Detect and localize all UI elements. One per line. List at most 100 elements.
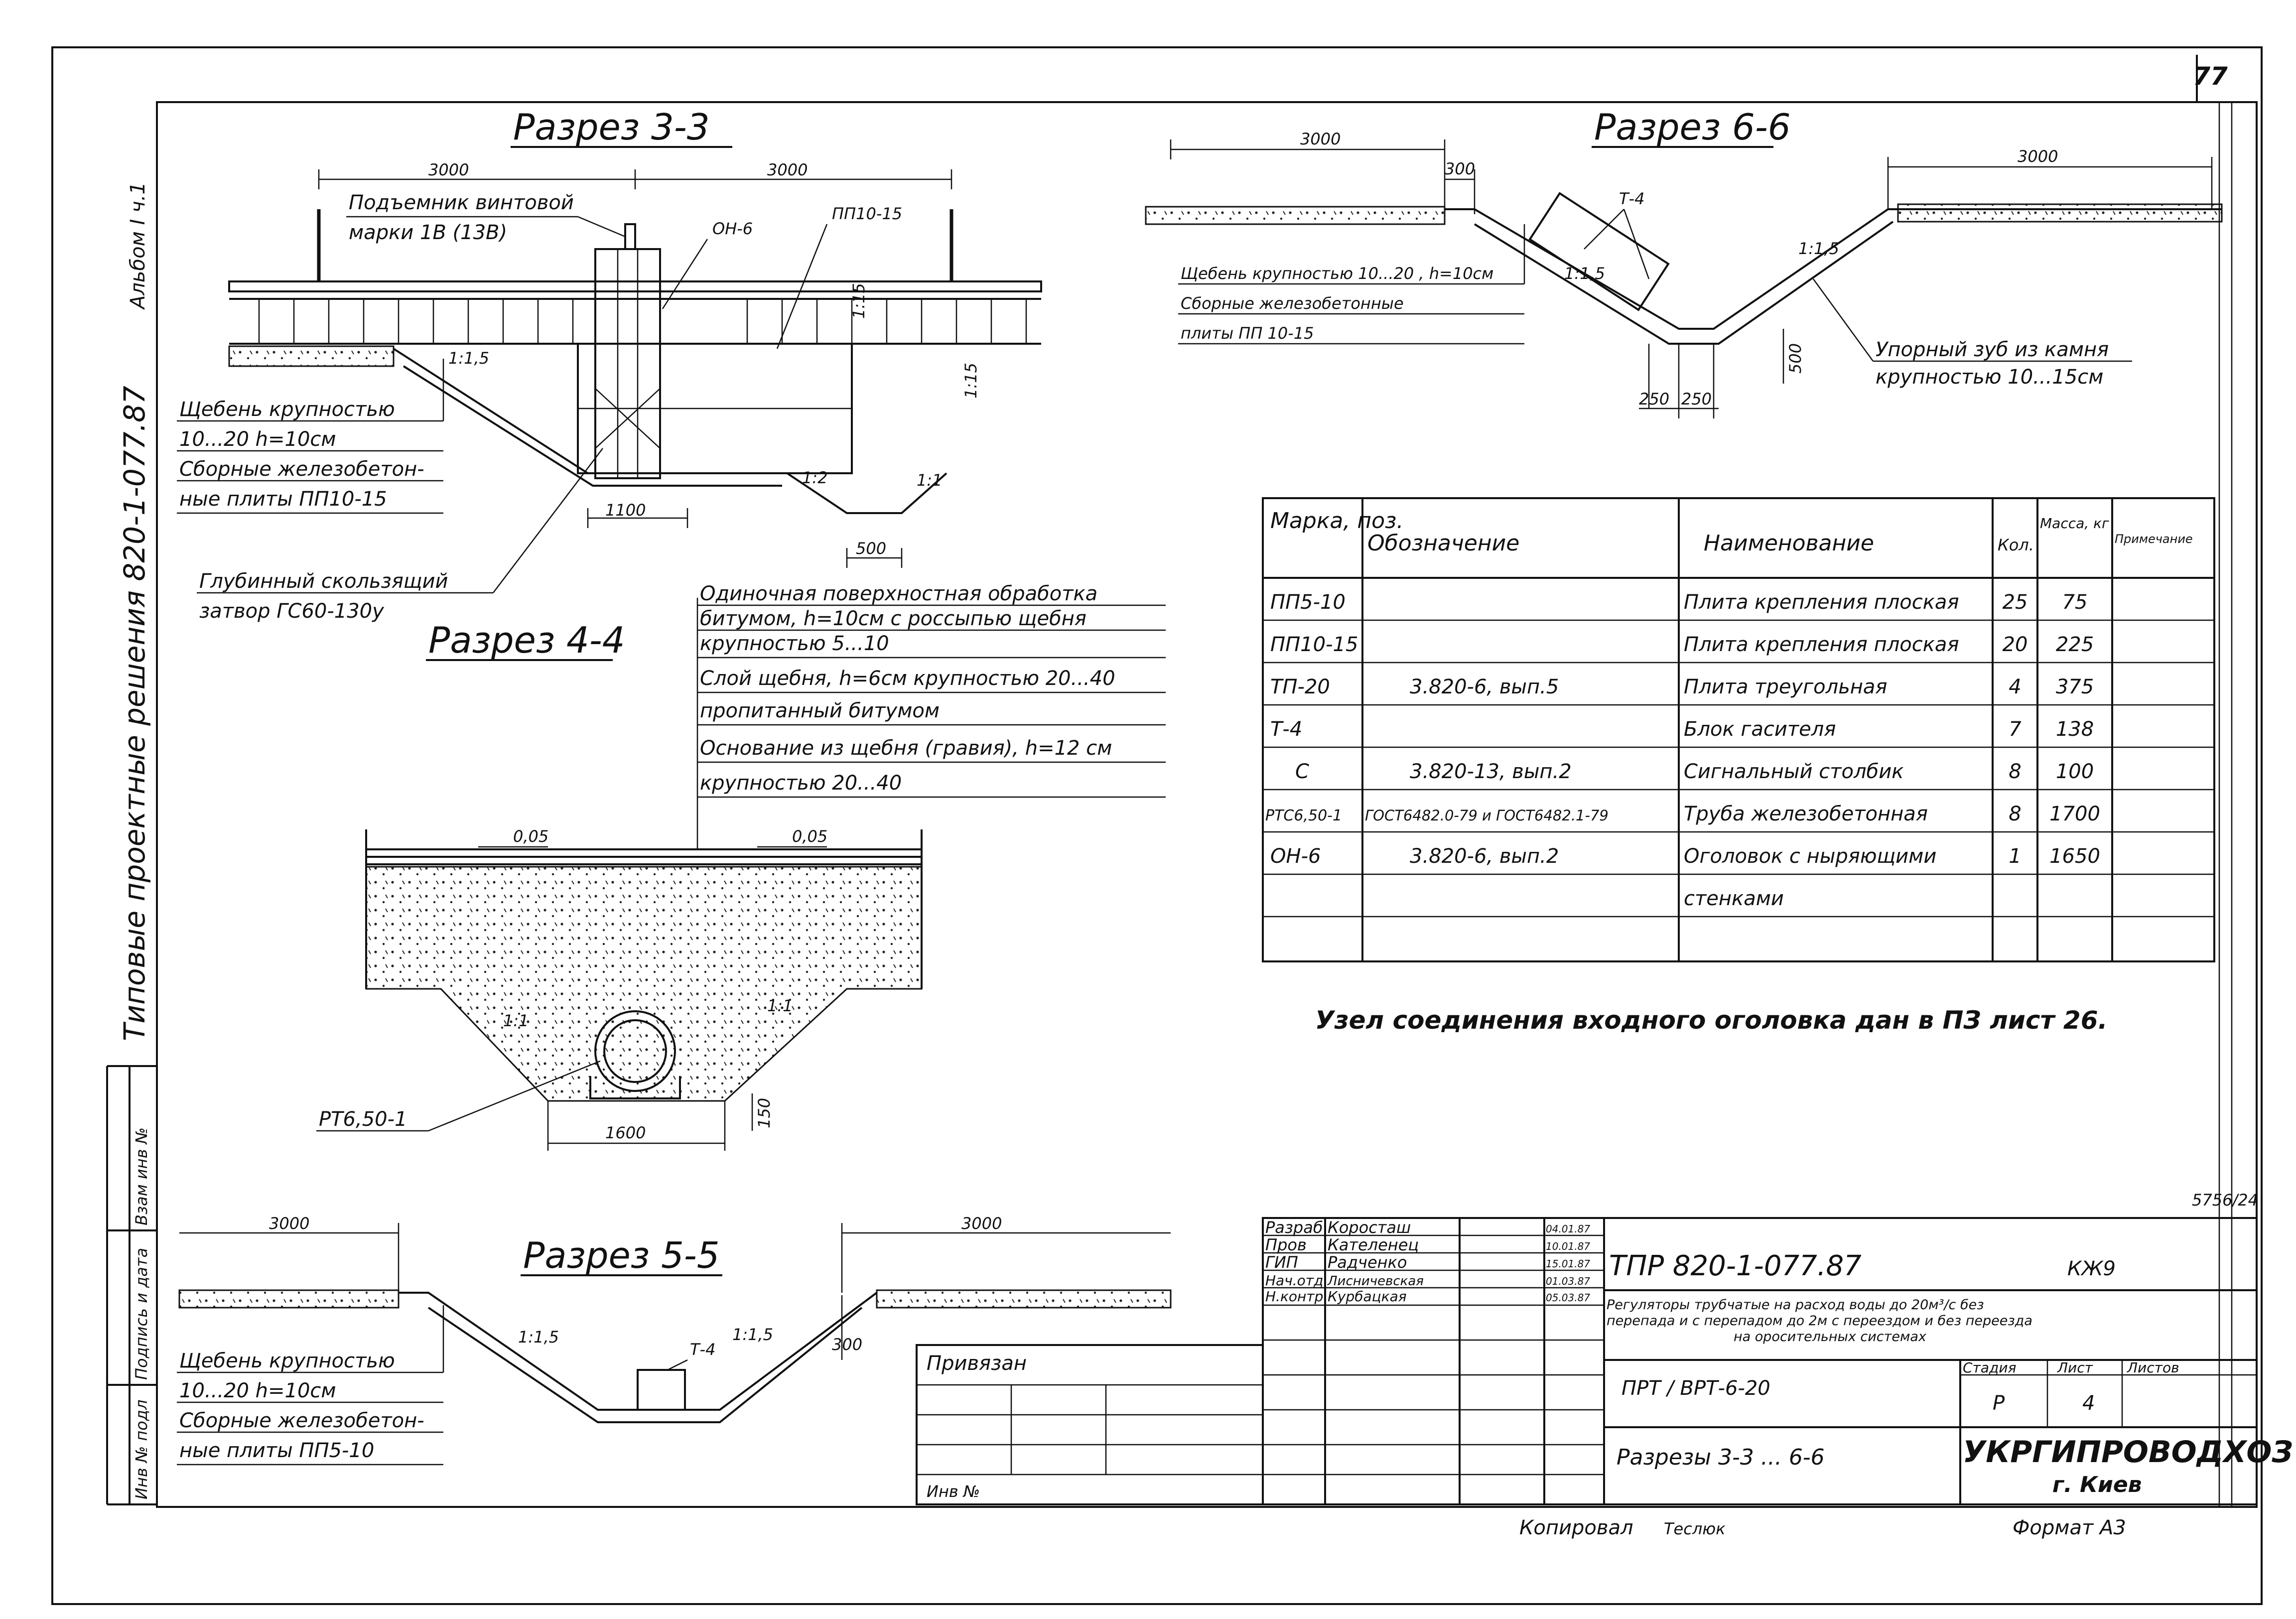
s66-dim-left: 3000 (1300, 130, 1341, 148)
sheet-header: Лист (2057, 1359, 2093, 1376)
r1-mark: ПП5-10 (1270, 591, 1346, 614)
r2-qty: 20 (2003, 633, 2028, 656)
s44-note-5: пропитанный битумом (700, 699, 940, 722)
s33-dim-left: 3000 (428, 160, 469, 179)
s66-tooth-line1: Упорный зуб из камня (1876, 338, 2109, 361)
stage-header: Стадия (1963, 1359, 2016, 1376)
s66-dim-500: 500 (1786, 343, 1805, 374)
s44-slope-1-1a: 1:1 (503, 1011, 529, 1030)
s33-dim-500: 500 (856, 539, 886, 558)
r6-mass: 1700 (2049, 803, 2100, 825)
s33-slope-1-1-5: 1:1,5 (448, 349, 489, 368)
section-6-6: Разрез 6-6 3000 300 3000 Т-4 1:1,5 1:1,5… (1145, 106, 2223, 418)
privyazan-block: Привязан Инв № (916, 1344, 1264, 1505)
s66-plates-line1: Сборные железобетонные (1181, 294, 1404, 313)
th-note: Примечание (2115, 532, 2193, 546)
copied-by-name: Теслюк (1664, 1519, 1726, 1538)
s33-dim-1100: 1100 (605, 501, 646, 520)
s33-plates-line2: ные плиты ПП10-15 (179, 488, 387, 511)
date-2: 10.01.87 (1546, 1240, 1590, 1252)
s44-dim-150: 150 (755, 1098, 774, 1128)
connection-note: Узел соединения входного оголовка дан в … (1315, 1006, 2107, 1035)
s44-slope-left: 0,05 (513, 827, 548, 846)
r2-name: Плита крепления плоская (1684, 633, 1959, 656)
role-1: Разраб (1265, 1218, 1323, 1237)
product-code: ПРТ / ВРТ-6-20 (1621, 1377, 1770, 1400)
name-3: Радченко (1328, 1253, 1407, 1272)
name-1: Коросташ (1328, 1218, 1411, 1237)
s66-dim-300: 300 (1445, 159, 1475, 178)
s66-dim-right: 3000 (2018, 147, 2058, 166)
title-block: Разраб Пров ГИП Нач.отд Н.контр Коросташ… (1262, 1217, 2293, 1505)
side-box-1: Взам инв № (132, 1127, 151, 1225)
r4-mass: 138 (2056, 718, 2094, 741)
s44-dim-1600: 1600 (605, 1123, 646, 1142)
s33-gate-line1: Глубинный скользящий (199, 570, 448, 593)
r6-mark: РТС6,50-1 (1265, 807, 1342, 824)
s55-dim-left: 3000 (269, 1214, 309, 1233)
desc-line2: перепада и с перепадом до 2м с переездом… (1607, 1313, 2032, 1329)
format-label: Формат А3 (2013, 1516, 2126, 1539)
th-qty: Кол. (1998, 536, 2034, 554)
date-3: 15.01.87 (1546, 1258, 1590, 1270)
r5-name: Сигнальный столбик (1684, 760, 1903, 783)
sheets-header: Листов (2127, 1359, 2179, 1376)
sheet-title: Разрезы 3-3 ... 6-6 (1617, 1445, 1825, 1470)
s55-gravel-line1: Щебень крупностью (179, 1349, 395, 1372)
s44-note-4: Слой щебня, h=6см крупностью 20...40 (700, 667, 1115, 690)
s33-hoist-line2: марки 1В (13В) (349, 221, 507, 244)
s33-plates-line1: Сборные железобетон- (179, 458, 424, 481)
left-side-strip: Взам инв № Подпись и дата Инв № подл Аль… (106, 182, 157, 1505)
r6-name: Труба железобетонная (1684, 803, 1928, 825)
section-4-4: Разрез 4-4 Одиночная поверхностная обраб… (316, 582, 1166, 1151)
s44-note-1: Одиночная поверхностная обработка (700, 582, 1097, 605)
sheet-frame (51, 46, 2263, 1605)
r4-mark: Т-4 (1270, 718, 1302, 741)
th-mass: Масса, кг (2040, 515, 2109, 532)
s66-slope-a: 1:1,5 (1564, 264, 1605, 283)
r4-qty: 7 (2009, 718, 2022, 741)
s44-note-7: крупностью 20...40 (700, 772, 902, 795)
role-5: Н.контр (1265, 1288, 1323, 1305)
r3-mass: 375 (2056, 675, 2094, 698)
r3-qty: 4 (2009, 675, 2021, 698)
r1-qty: 25 (2003, 591, 2028, 614)
r3-mark: ТП-20 (1270, 675, 1330, 698)
s33-slope-1-15b: 1:15 (961, 363, 980, 399)
spec-table: Марка, поз. Обозначение Наименование Кол… (1262, 497, 2215, 962)
section-3-3-title: Разрез 3-3 (513, 106, 710, 148)
role-3: ГИП (1265, 1253, 1298, 1272)
inv-label: Инв № (927, 1482, 980, 1501)
th-mark: Марка, поз. (1270, 508, 1403, 534)
s33-label-pp: ПП10-15 (832, 204, 902, 223)
s55-dim-right: 3000 (961, 1214, 1002, 1233)
s66-dim-250a: 250 (1639, 390, 1669, 408)
r3-designation: 3.820-6, вып.5 (1410, 675, 1559, 698)
date-1: 04.01.87 (1546, 1223, 1590, 1235)
side-album: Альбом I ч.1 (127, 182, 149, 310)
section-3-3: Разрез 3-3 3000 3000 (177, 106, 1042, 623)
copied-by-label: Копировал (1519, 1516, 1633, 1539)
date-5: 05.03.87 (1546, 1292, 1590, 1304)
r5-designation: 3.820-13, вып.2 (1410, 760, 1572, 783)
s33-gravel-line2: 10...20 h=10см (179, 428, 336, 451)
s66-dim-250b: 250 (1681, 390, 1712, 408)
s33-dim-right: 3000 (767, 160, 808, 179)
s44-slope-1-1b: 1:1 (767, 996, 793, 1015)
desc-line3: на оросительных системах (1734, 1329, 1927, 1345)
s44-note-3: крупностью 5...10 (700, 632, 889, 655)
doc-code: ТПР 820-1-077.87 (1609, 1250, 1862, 1282)
section-5-5-title: Разрез 5-5 (523, 1234, 720, 1276)
sheet-number: 77 (2193, 62, 2228, 91)
side-box-2: Подпись и дата (132, 1248, 151, 1380)
sheet-mark: КЖ9 (2067, 1257, 2116, 1280)
section-5-5: Разрез 5-5 3000 3000 Т-4 1:1,5 1:1,5 300… (177, 1214, 1172, 1466)
role-4: Нач.отд (1265, 1272, 1323, 1289)
name-4: Лисничевская (1327, 1274, 1424, 1289)
r5-mass: 100 (2056, 760, 2094, 783)
r1-name: Плита крепления плоская (1684, 591, 1959, 614)
s33-label-on6: ОН-6 (712, 219, 753, 238)
r6-qty: 8 (2009, 803, 2021, 825)
s55-slope-b: 1:1,5 (732, 1325, 773, 1344)
s66-block: Т-4 (1619, 189, 1644, 208)
